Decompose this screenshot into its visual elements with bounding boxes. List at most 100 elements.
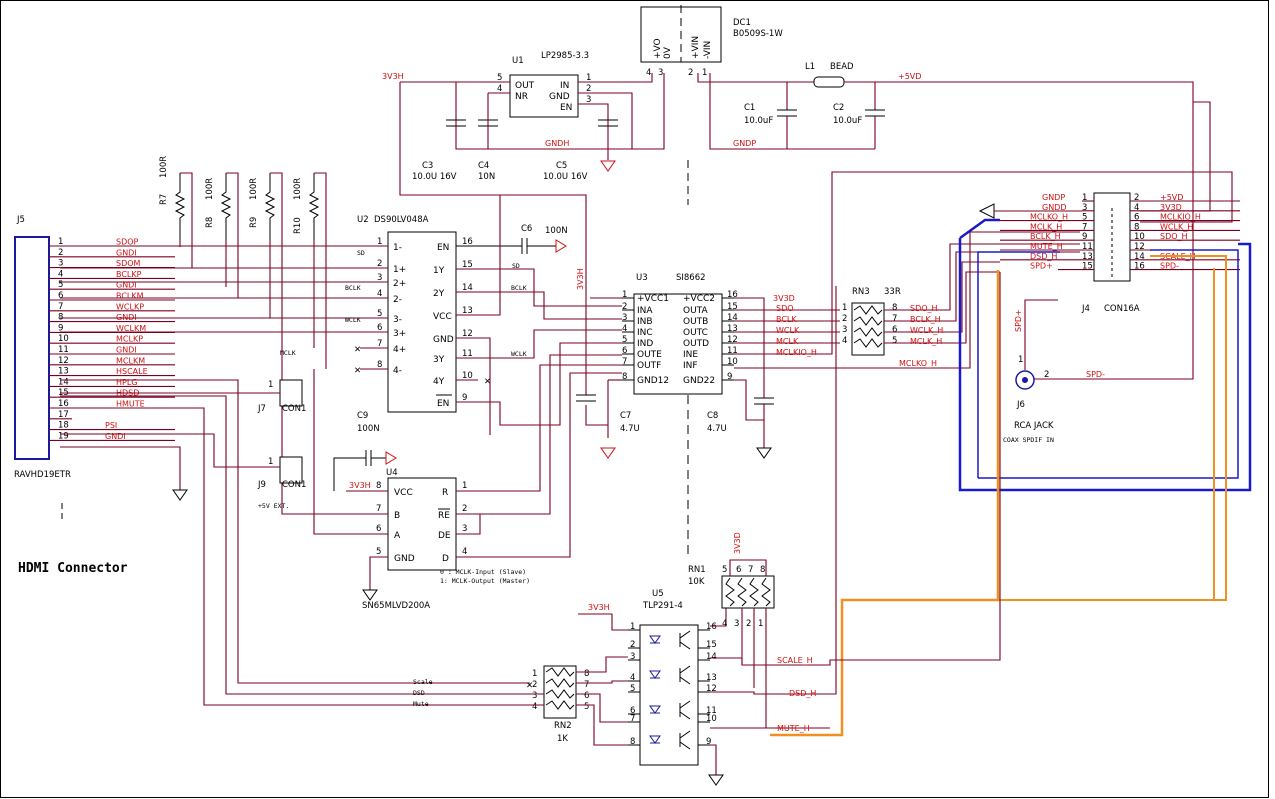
u2-pin-label: 1Y [433,266,445,276]
u2-pin-number: 3 [377,273,382,283]
u5-body [639,624,699,766]
c2-value: 10.0uF [833,116,862,126]
r7-ref: R7 [159,194,169,205]
j5-body [14,236,50,460]
j5-net-label: HMUTE [116,400,145,409]
j5-net-label: HSCALE [116,367,148,376]
wire [60,446,181,490]
net-3v3d-rn1: 3V3D [733,532,742,554]
mclk-note-1: 0 : MCLK-Input (Slave) [440,568,526,576]
j6-note: COAX SPDIF IN [1003,436,1054,444]
j5-net-label: WCLKM [116,324,146,333]
wire [734,171,1233,355]
capacitor-c6: C6 100N [456,224,568,254]
net-bclk: BCLK [776,315,797,324]
u2-sd-label: SD [357,249,365,257]
c6-ref: C6 [521,224,532,234]
net-wclk-h: WCLK_H [910,326,943,335]
c3-ref: C3 [422,161,433,171]
svg-text:7: 7 [748,565,753,575]
net-3v3h-top: 3V3H [382,72,404,81]
wire [734,231,1080,369]
u3-pin-label: IND [637,339,653,349]
j4-net-label: MCLKO_H [1030,213,1068,222]
j5-net-label: BCLKP [116,270,142,279]
j5-net-label: HPLG [116,378,138,387]
u3-pin-label: OUTA [683,306,708,316]
led-icon [649,705,661,714]
capacitor-c9: C9 100N [333,411,397,491]
u3-ref: U3 [636,273,648,283]
u5-pin-number: 5 [630,684,635,694]
c9-ref: C9 [357,411,368,421]
u2-pin-number: 12 [462,329,473,339]
wire [480,354,622,515]
u3-pin-number: 15 [727,302,738,312]
wire [709,73,875,150]
c9-value: 100N [357,424,380,434]
j5-pin-number: 3 [58,259,63,269]
j5-pin-number: 16 [58,399,69,409]
u1-pin-gnd: GND [549,92,570,102]
net-3v3h-u5: 3V3H [588,603,610,612]
wire-label-bclk: BCLK [511,284,527,292]
u3-pin-label: INC [637,328,653,338]
u5-pin-number: 15 [706,640,717,650]
j4-pin-number: 11 [1082,242,1093,252]
net-3v3h-vert: 3V3H [576,268,585,290]
j4-pin-number: 10 [1134,232,1145,242]
c7-ref: C7 [620,411,631,421]
u2-pin-number: 5 [377,309,382,319]
svg-text:1: 1 [1018,355,1023,365]
dc1-pin-nvin: -VIN [703,41,713,59]
r8-value: 100R [205,178,215,200]
net-mute-h: MUTE_H [777,724,810,733]
wire [456,513,481,535]
u1-pin-en: EN [560,103,572,113]
u2-pin-label: VCC [433,312,452,322]
u2-wclk-label: WCLK [345,316,361,324]
wire [576,693,628,723]
wire [578,73,653,83]
j5-net-label: GNDI [116,281,137,290]
j7-value: CON1 [282,404,306,414]
j4-net-label: MCLK_H [1030,222,1062,231]
u5-pin-number: 10 [706,714,717,724]
rn2-dsd: DSD [413,689,425,697]
wire [578,103,609,160]
resistor-r10: R10 100R [293,173,320,240]
u3-pin-number: 5 [622,335,627,345]
u5-pin-number: 13 [706,673,717,683]
r8-symbol [220,173,232,240]
u3-isolator: U3 SI8662 [633,273,723,395]
j4-pin-number: 7 [1082,222,1087,232]
svg-text:2: 2 [462,504,467,514]
r10-value: 100R [293,178,303,200]
u2-pin-number: 7 [377,339,382,349]
rn2-mute: Mute [413,700,429,708]
j4-net-label: 3V3D [1160,203,1182,212]
u1-pin5: 5 [497,73,502,83]
rn1-value: 10K [688,577,705,587]
u3-pin-number: 3 [622,313,627,323]
u3-pin-label: +VCC1 [637,294,669,304]
u3-pin-number: 4 [622,324,627,334]
j5-net-label: GNDI [105,432,126,441]
resistor-r9: R9 100R [249,173,276,240]
svg-text:7: 7 [892,314,897,324]
ground-icon [756,447,772,459]
u3-pin-number: 8 [622,372,627,382]
capacitor-c3: C3 10.0U 16V [412,119,466,182]
u5-pin-number: 6 [630,706,635,716]
u2-pin-number: 9 [462,393,467,403]
phototransistor-lead [679,730,691,739]
u2-value: DS90LV048A [374,215,429,225]
svg-text:4: 4 [462,547,467,557]
u2-pin-label: 1+ [393,265,406,275]
u5-pin-number: 14 [706,652,717,662]
ground-icon [385,451,397,465]
wire [710,286,837,695]
wire-label-wclk: WCLK [511,350,527,358]
